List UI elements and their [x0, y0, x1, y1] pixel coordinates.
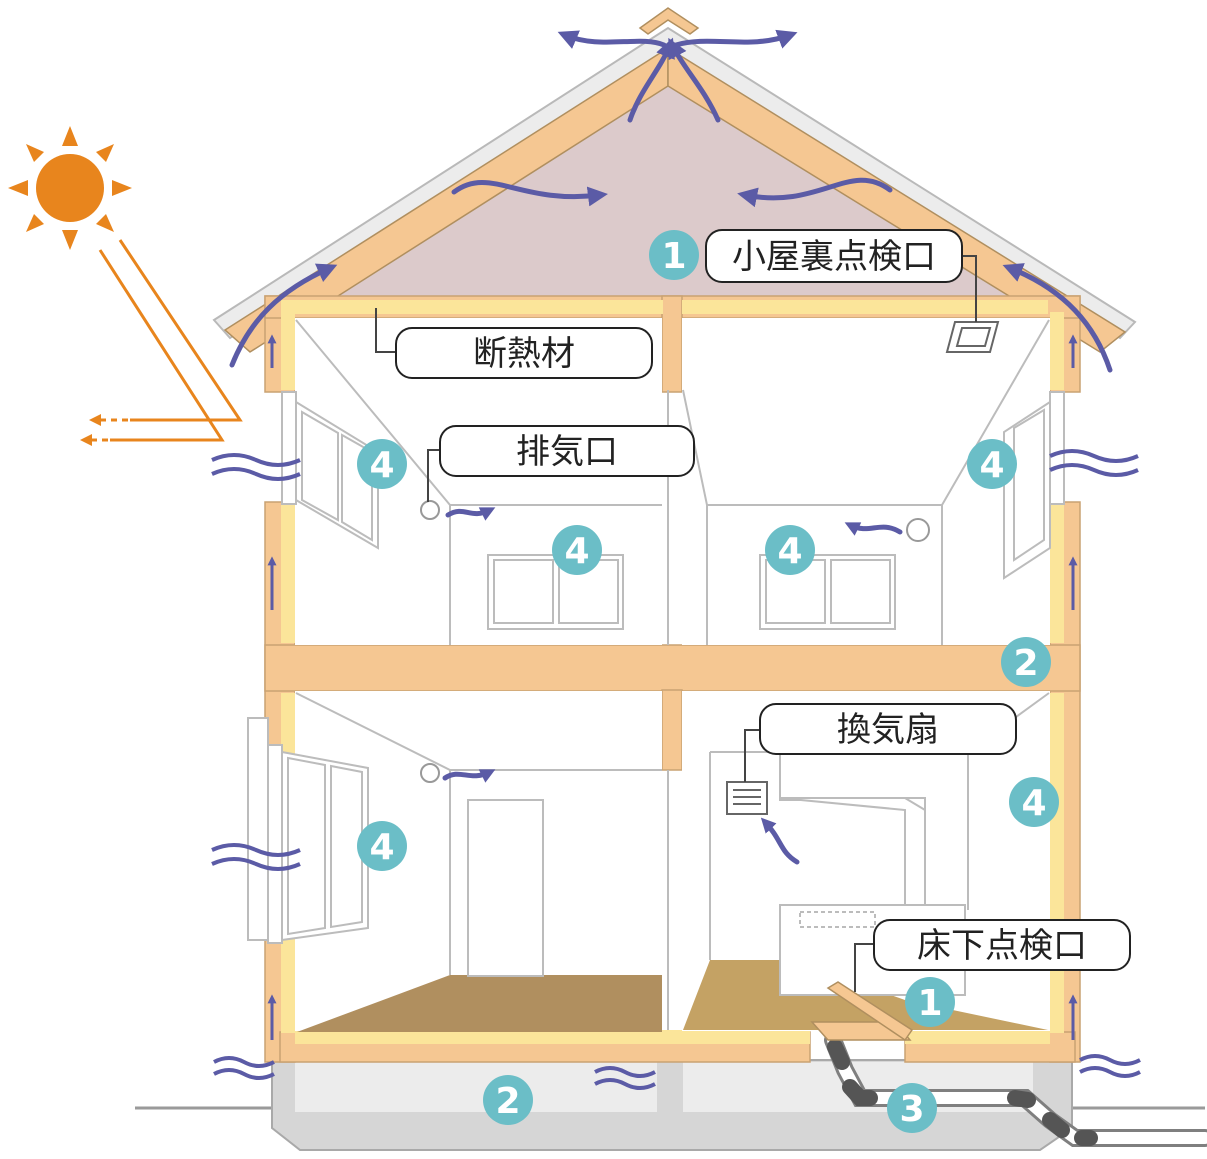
svg-text:換気扇: 換気扇 [837, 710, 939, 750]
marker-4-upper-center-right: 4 [765, 525, 815, 575]
svg-text:断熱材: 断熱材 [473, 334, 575, 374]
marker-4-upper-center-left: 4 [552, 525, 602, 575]
exhaust-vent-icon [420, 500, 930, 783]
wavy-air-icon [211, 449, 1141, 1090]
floor-left [297, 975, 662, 1032]
marker-4-lower-right-wall: 4 [1009, 777, 1059, 827]
attic-hatch-icon [945, 321, 1000, 353]
svg-text:1: 1 [661, 236, 686, 277]
wall-airflow-arrows [267, 334, 1078, 1040]
sun-icon [8, 126, 132, 250]
inspection-hatch-icon [810, 981, 914, 1042]
label-exhaust-port: 排気口 [439, 425, 695, 477]
drain-pipe [824, 1031, 1207, 1147]
window-upper-right [1003, 391, 1065, 580]
marker-1-underfloor: 1 [905, 977, 955, 1027]
svg-text:4: 4 [777, 531, 802, 572]
window-lower-left [247, 717, 369, 944]
ventilation-fan-icon [726, 781, 768, 815]
window-upper-center-left [487, 554, 624, 630]
label-underfloor-inspection: 床下点検口 [873, 919, 1131, 971]
marker-2-foundation: 2 [483, 1075, 533, 1125]
lower-rooms-lines [295, 692, 1050, 1030]
svg-text:4: 4 [369, 827, 394, 868]
svg-text:1: 1 [917, 983, 942, 1024]
svg-text:床下点検口: 床下点検口 [917, 926, 1087, 966]
leader-lines [375, 255, 977, 992]
svg-text:3: 3 [899, 1089, 924, 1130]
label-insulation: 断熱材 [395, 327, 653, 379]
svg-text:2: 2 [1013, 643, 1038, 684]
foundation [271, 1059, 1073, 1151]
marker-3-pipe: 3 [887, 1083, 937, 1133]
marker-4-upper-left-window: 4 [357, 439, 407, 489]
svg-text:4: 4 [1021, 783, 1046, 824]
marker-4-upper-right-window: 4 [967, 439, 1017, 489]
svg-text:4: 4 [564, 531, 589, 572]
svg-text:2: 2 [495, 1081, 520, 1122]
svg-text:4: 4 [979, 445, 1004, 486]
ridge-vent [638, 7, 700, 35]
roof-tiles [212, 26, 1137, 340]
airflow-arrow-icon [229, 29, 1113, 865]
door [467, 799, 544, 977]
marker-1-attic: 1 [649, 230, 699, 280]
label-ventilation-fan: 換気扇 [759, 703, 1017, 755]
label-attic-inspection: 小屋裏点検口 [705, 229, 963, 283]
svg-text:排気口: 排気口 [516, 432, 618, 472]
marker-2-floor: 2 [1001, 637, 1051, 687]
marker-4-lower-left-window: 4 [357, 821, 407, 871]
sun-ray-reflection [80, 239, 243, 446]
svg-text:4: 4 [369, 445, 394, 486]
svg-text:小屋裏点検口: 小屋裏点検口 [732, 237, 936, 277]
